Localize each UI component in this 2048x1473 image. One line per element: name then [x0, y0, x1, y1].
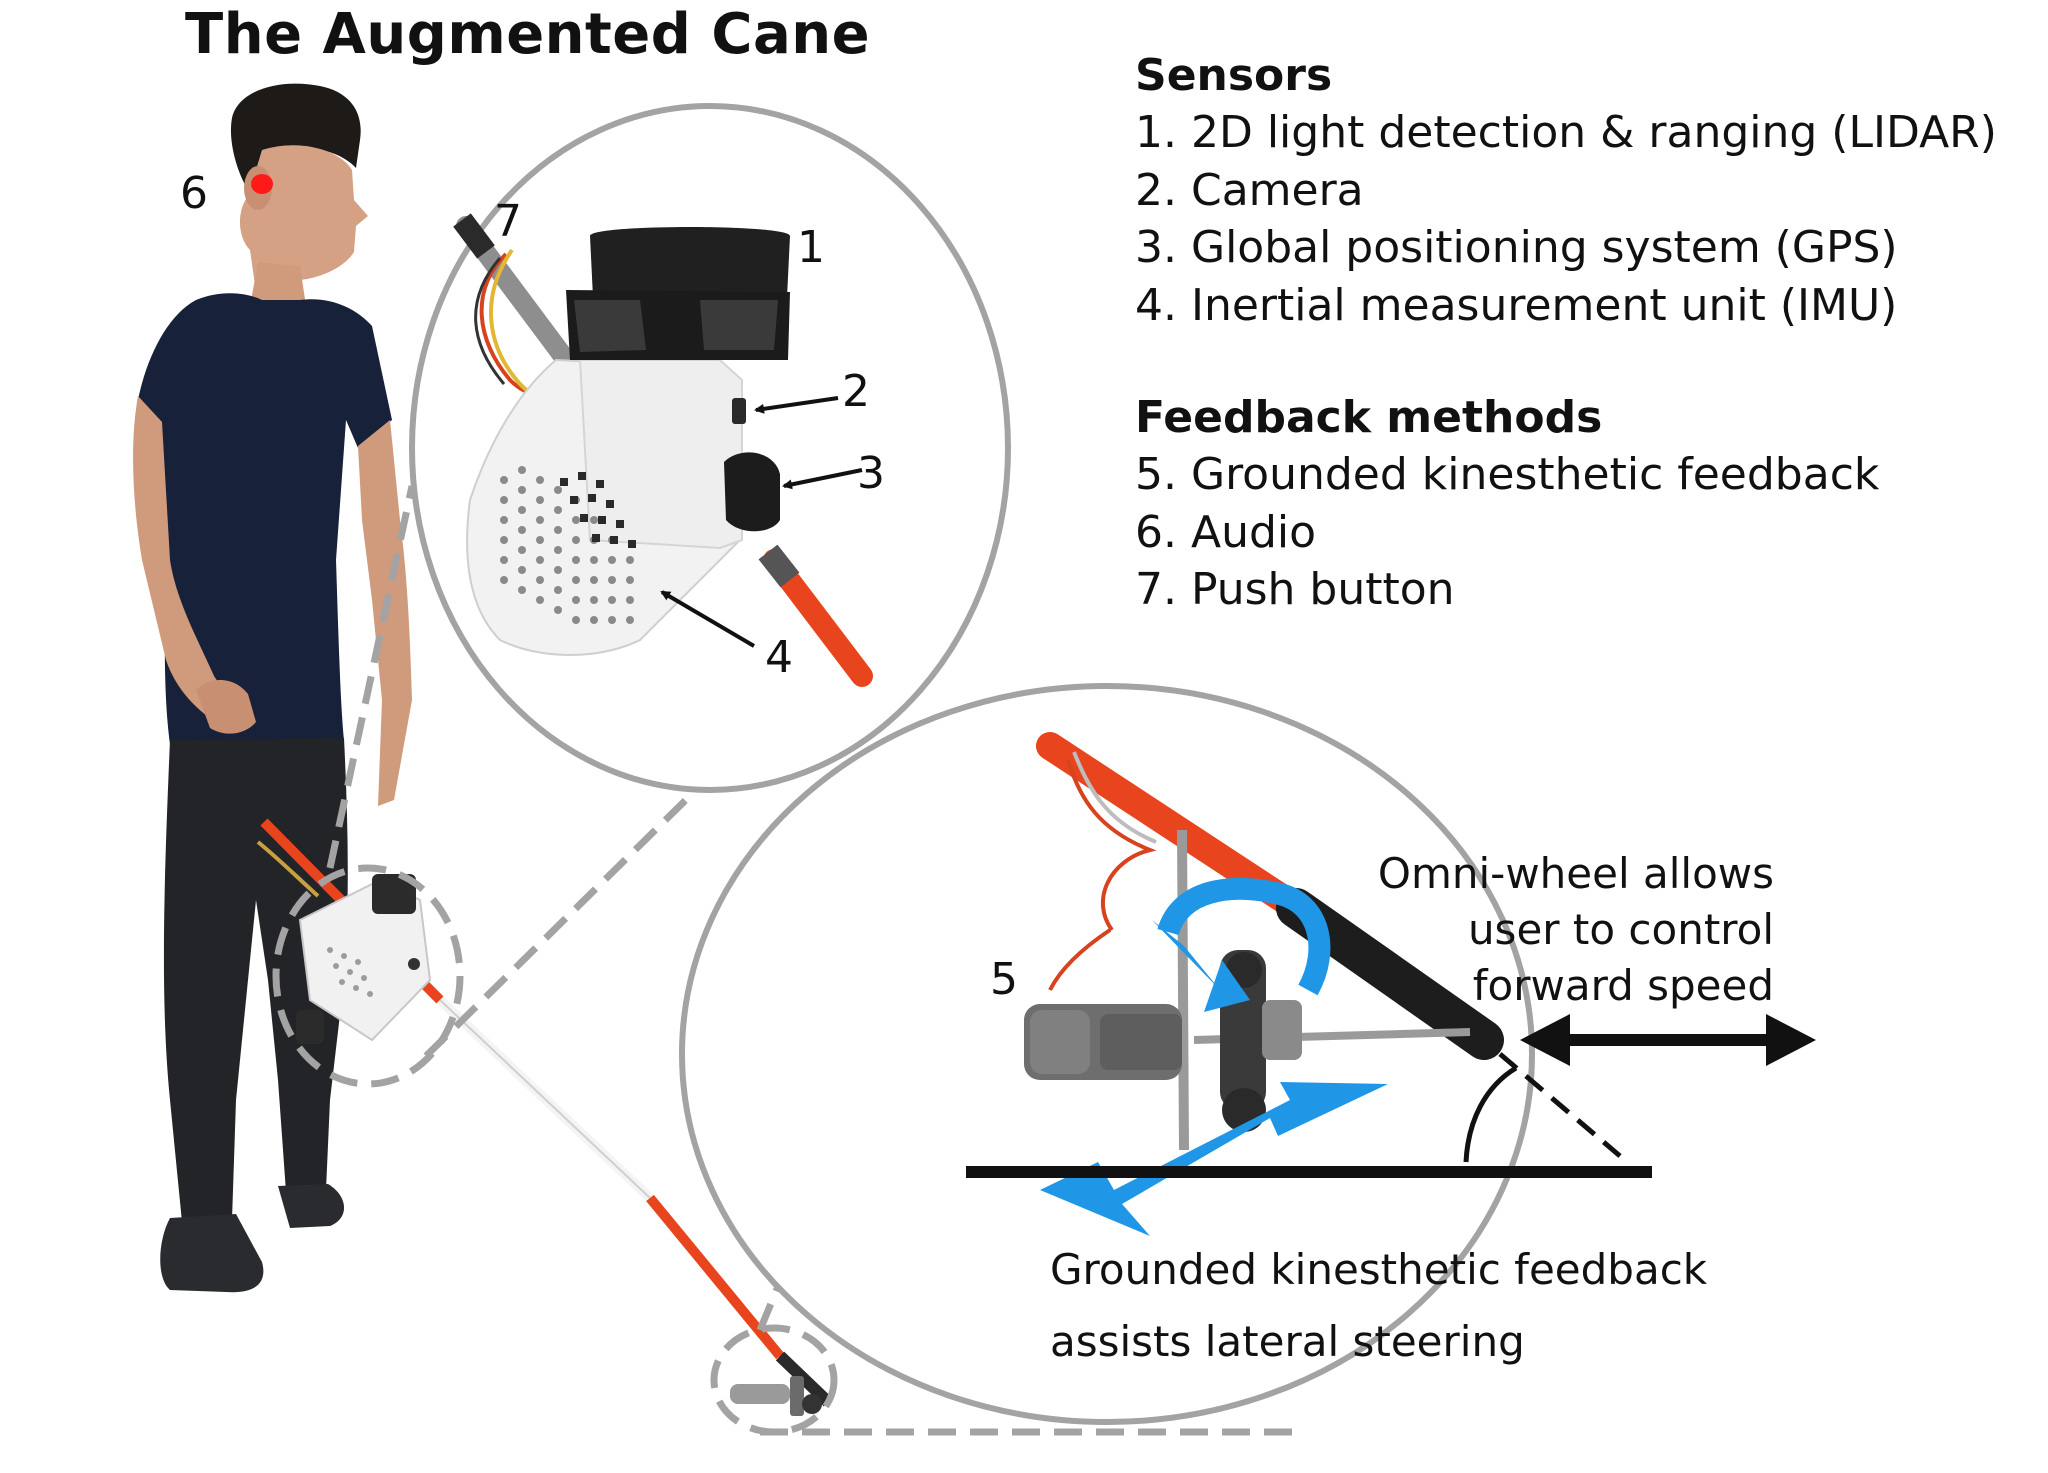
sensors-heading: Sensors — [1135, 50, 1333, 101]
feedback-item-kinesthetic: 5. Grounded kinesthetic feedback — [1135, 449, 1880, 500]
sensor-module-closeup — [453, 213, 873, 687]
feedback-item-push-button: 7. Push button — [1135, 564, 1455, 615]
sensor-item-imu: 4. Inertial measurement unit (IMU) — [1135, 279, 1898, 331]
forward-speed-arrow — [1520, 1014, 1816, 1066]
label-5: 5 — [990, 954, 1018, 1005]
cane-angle-dashed-line — [1498, 1052, 1622, 1158]
feedback-heading: Feedback methods — [1135, 392, 1603, 443]
audio-earpiece-marker — [251, 174, 273, 194]
label-7: 7 — [494, 196, 522, 247]
grounded-callout-line-1: Grounded kinesthetic feedback — [1050, 1245, 1708, 1294]
legend-panel: Sensors 1. 2D light detection & ranging … — [1135, 48, 2035, 619]
omni-callout-line-3: forward speed — [1472, 961, 1774, 1010]
figure-title: The Augmented Cane — [185, 2, 871, 67]
omni-wheel-closeup — [1024, 732, 1504, 1151]
label-3: 3 — [857, 448, 885, 499]
feedback-item-audio: 6. Audio — [1135, 506, 1317, 558]
grounded-callout-line-2: assists lateral steering — [1050, 1317, 1525, 1366]
sensor-item-gps: 3. Global positioning system (GPS) — [1135, 222, 1898, 273]
omni-callout-line-1: Omni-wheel allows — [1377, 849, 1774, 898]
sensor-pointer-arrows — [660, 396, 863, 648]
label-6: 6 — [180, 168, 208, 219]
cane-tip-device-small — [730, 1376, 822, 1416]
label-4: 4 — [765, 632, 793, 683]
grounded-feedback-callout: Grounded kinesthetic feedback assists la… — [1050, 1234, 1707, 1378]
lateral-steering-arrow — [1040, 1082, 1388, 1236]
sensor-item-camera: 2. Camera — [1135, 164, 1364, 216]
omni-callout-line-2: user to control — [1467, 905, 1774, 954]
label-2: 2 — [842, 366, 870, 417]
cane-device-small — [296, 874, 432, 1044]
omni-wheel-callout: Omni-wheel allows user to control forwar… — [1290, 846, 1774, 1014]
cane-angle-arc — [1463, 1065, 1518, 1163]
sensor-item-lidar: 1. 2D light detection & ranging (LIDAR) — [1135, 107, 1997, 158]
label-1: 1 — [797, 222, 825, 273]
